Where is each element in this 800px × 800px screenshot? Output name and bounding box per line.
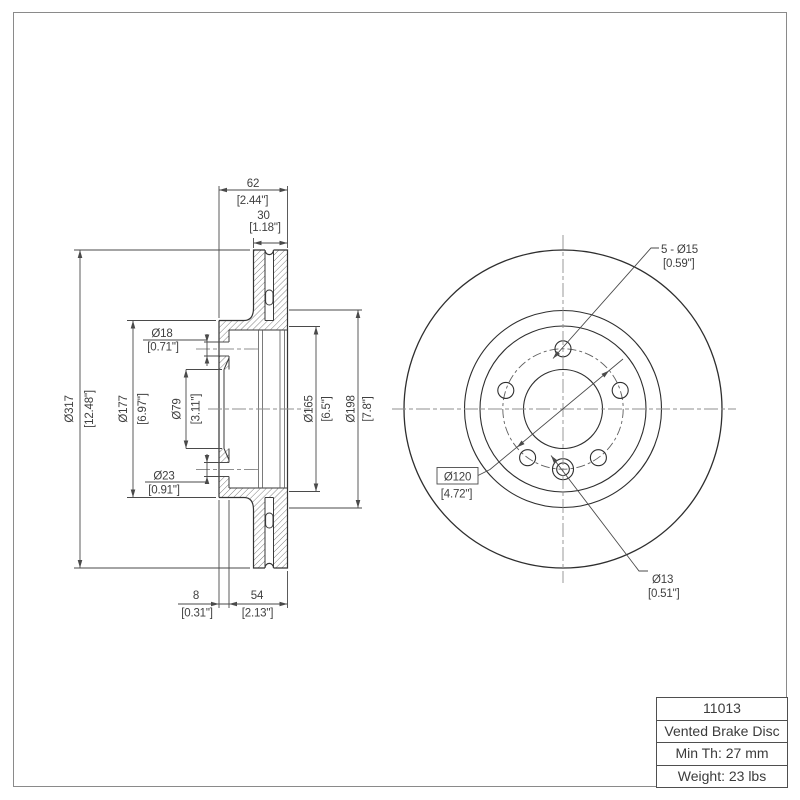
vent-slot-bottom [265, 512, 274, 529]
dim-bottom-hole-mm: Ø23 [153, 471, 174, 483]
bolt-circle-label-box [436, 467, 479, 485]
part-number: 11013 [656, 697, 788, 721]
bolt-hole [589, 449, 607, 467]
front-centerlines [392, 235, 736, 583]
dim-hat-diameter-mm: Ø177 [118, 395, 130, 422]
title-block: 11013 Vented Brake Disc Min Th: 27 mm We… [656, 697, 788, 788]
dim-top-hole-in: [0.71"] [147, 342, 178, 354]
dim-bottom-hole-in: [0.91"] [148, 485, 179, 497]
dim-inner-dia-198-mm: Ø198 [346, 395, 358, 422]
dim-hat-depth-in: [2.13"] [242, 608, 273, 620]
dim-lines [74, 186, 362, 608]
front-view: 5 - Ø15 [0.59"] Ø120 [4.72"] Ø13 [0.51"] [392, 235, 736, 600]
dim-inner-dia-165-mm: Ø165 [304, 395, 316, 422]
bolt-hole [611, 381, 629, 399]
leader-pin-hole [550, 455, 648, 572]
dim-inner-dia-165-in: [6.5"] [321, 396, 333, 421]
product-name: Vented Brake Disc [656, 719, 788, 744]
dim-bore-mm: Ø79 [172, 398, 184, 419]
section-centerlines [196, 348, 310, 470]
bolt-circle-dim-line [477, 358, 624, 476]
dim-labels: 62 [2.44"] 30 [1.18"] Ø317 [12.48"] Ø177… [64, 178, 374, 620]
dim-hat-depth-mm: 54 [251, 590, 264, 602]
dim-disc-thickness-mm: 30 [257, 210, 269, 222]
dim-hat-diameter-in: [6.97"] [137, 393, 149, 424]
weight: Weight: 23 lbs [656, 764, 788, 788]
bolt-hole [519, 449, 537, 467]
leader-bolt-holes [552, 247, 659, 359]
bolt-hole [497, 381, 515, 399]
dim-overall-width-in: [2.44"] [237, 195, 268, 207]
dim-arrows [77, 187, 361, 607]
dim-overall-width-mm: 62 [247, 178, 259, 190]
front-leaders [436, 247, 659, 572]
min-thickness: Min Th: 27 mm [656, 742, 788, 766]
dim-disc-thickness-in: [1.18"] [249, 222, 280, 234]
label-bolt-circle-in: [4.72"] [441, 489, 472, 501]
dim-offset-mm: 8 [193, 590, 199, 602]
dim-offset-in: [0.31"] [181, 608, 212, 620]
dim-inner-dia-198-in: [7.8"] [362, 396, 374, 421]
section-view: 62 [2.44"] 30 [1.18"] Ø317 [12.48"] Ø177… [64, 178, 374, 620]
front-labels: 5 - Ø15 [0.59"] Ø120 [4.72"] Ø13 [0.51"] [441, 244, 698, 600]
label-pin-hole-mm: Ø13 [652, 574, 673, 586]
front-arrows [516, 351, 610, 464]
sheet-border [13, 12, 787, 787]
dim-top-hole-mm: Ø18 [151, 328, 172, 340]
vent-slot-top [265, 289, 274, 306]
dim-outer-diameter-mm: Ø317 [64, 395, 76, 422]
label-pin-hole-in: [0.51"] [648, 588, 679, 600]
dim-outer-diameter-in: [12.48"] [84, 390, 96, 428]
dim-bore-in: [3.11"] [191, 394, 203, 425]
label-bolt-circle-mm: Ø120 [444, 472, 471, 484]
label-bolt-holes-mm: 5 - Ø15 [661, 244, 698, 256]
label-bolt-holes-in: [0.59"] [663, 258, 694, 270]
